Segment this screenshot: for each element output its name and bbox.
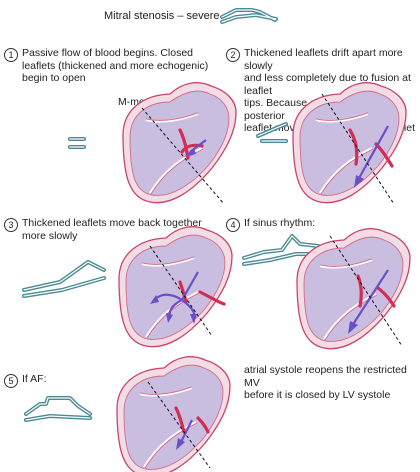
step-2-line-1: Thickened leaflets drift apart more slow… — [244, 47, 403, 72]
step-4-flow-arrowhead — [348, 321, 358, 334]
step-3-flow-arrowhead-right — [190, 314, 197, 324]
step-1-line-2: leaflets (thickened and more echogenic) — [22, 59, 209, 72]
sinus-note: atrial systole reopens the restricted MV… — [244, 364, 420, 402]
diagram-title: Mitral stenosis – severe — [104, 10, 220, 22]
step-1-trace-icon — [68, 137, 86, 149]
step-2-line-2: and less completely due to fusion at lea… — [244, 72, 411, 97]
sinus-note-line-1: atrial systole reopens the restricted MV — [244, 364, 407, 389]
step-1-number: 1 — [4, 48, 18, 62]
step-2-flow-arrow — [357, 125, 389, 181]
step-4-line-1: If sinus rhythm: — [244, 217, 316, 229]
step-5-number: 5 — [4, 374, 18, 388]
step-1-flow-arrowhead — [184, 148, 196, 157]
step-3-flow-arrowhead-left — [150, 295, 159, 304]
step-5-flow-arrowhead — [176, 438, 185, 450]
step-4-leaflets — [356, 274, 396, 308]
step-5-trace-icon — [24, 396, 92, 422]
sinus-note-line-2: before it is closed by LV systole — [244, 389, 391, 401]
step-1-mmode-line — [141, 107, 225, 205]
step-3-heart — [118, 225, 233, 348]
step-3-line-1: Thickened leaflets move back together — [22, 217, 202, 229]
step-3-mmode-line — [149, 245, 213, 337]
step-5-mmode-line — [147, 381, 211, 469]
step-5-leaflets — [174, 406, 210, 434]
title-mmode-trace-icon — [220, 8, 278, 24]
step-3-flow-arrow — [153, 271, 199, 319]
step-1-heart — [122, 81, 237, 204]
step-3-line-2: more slowly — [22, 229, 78, 242]
step-4-number: 4 — [226, 218, 240, 232]
step-3-flow-arrowhead-center — [166, 313, 173, 323]
step-2-heart — [292, 81, 407, 204]
step-4-text: If sinus rhythm: — [244, 217, 315, 230]
step-5-text: If AF: — [22, 373, 47, 386]
step-3-trace-icon — [22, 260, 106, 298]
step-5-heart — [116, 355, 231, 472]
step-2-flow-arrowhead — [354, 175, 364, 188]
step-2-number: 2 — [226, 48, 240, 62]
step-1-text: Passive flow of blood begins. Closed lea… — [22, 47, 208, 85]
step-1-line-3: begin to open — [22, 72, 86, 84]
step-3-number: 3 — [4, 218, 18, 232]
step-5-line-1: If AF: — [22, 373, 47, 385]
step-1-line-1: Passive flow of blood begins. Closed — [22, 47, 194, 59]
step-3-text: Thickened leaflets move back together mo… — [22, 217, 202, 242]
step-3-leaflets — [178, 280, 226, 306]
step-2-trace-icon — [256, 122, 288, 143]
step-5-flow-arrow — [179, 419, 193, 445]
